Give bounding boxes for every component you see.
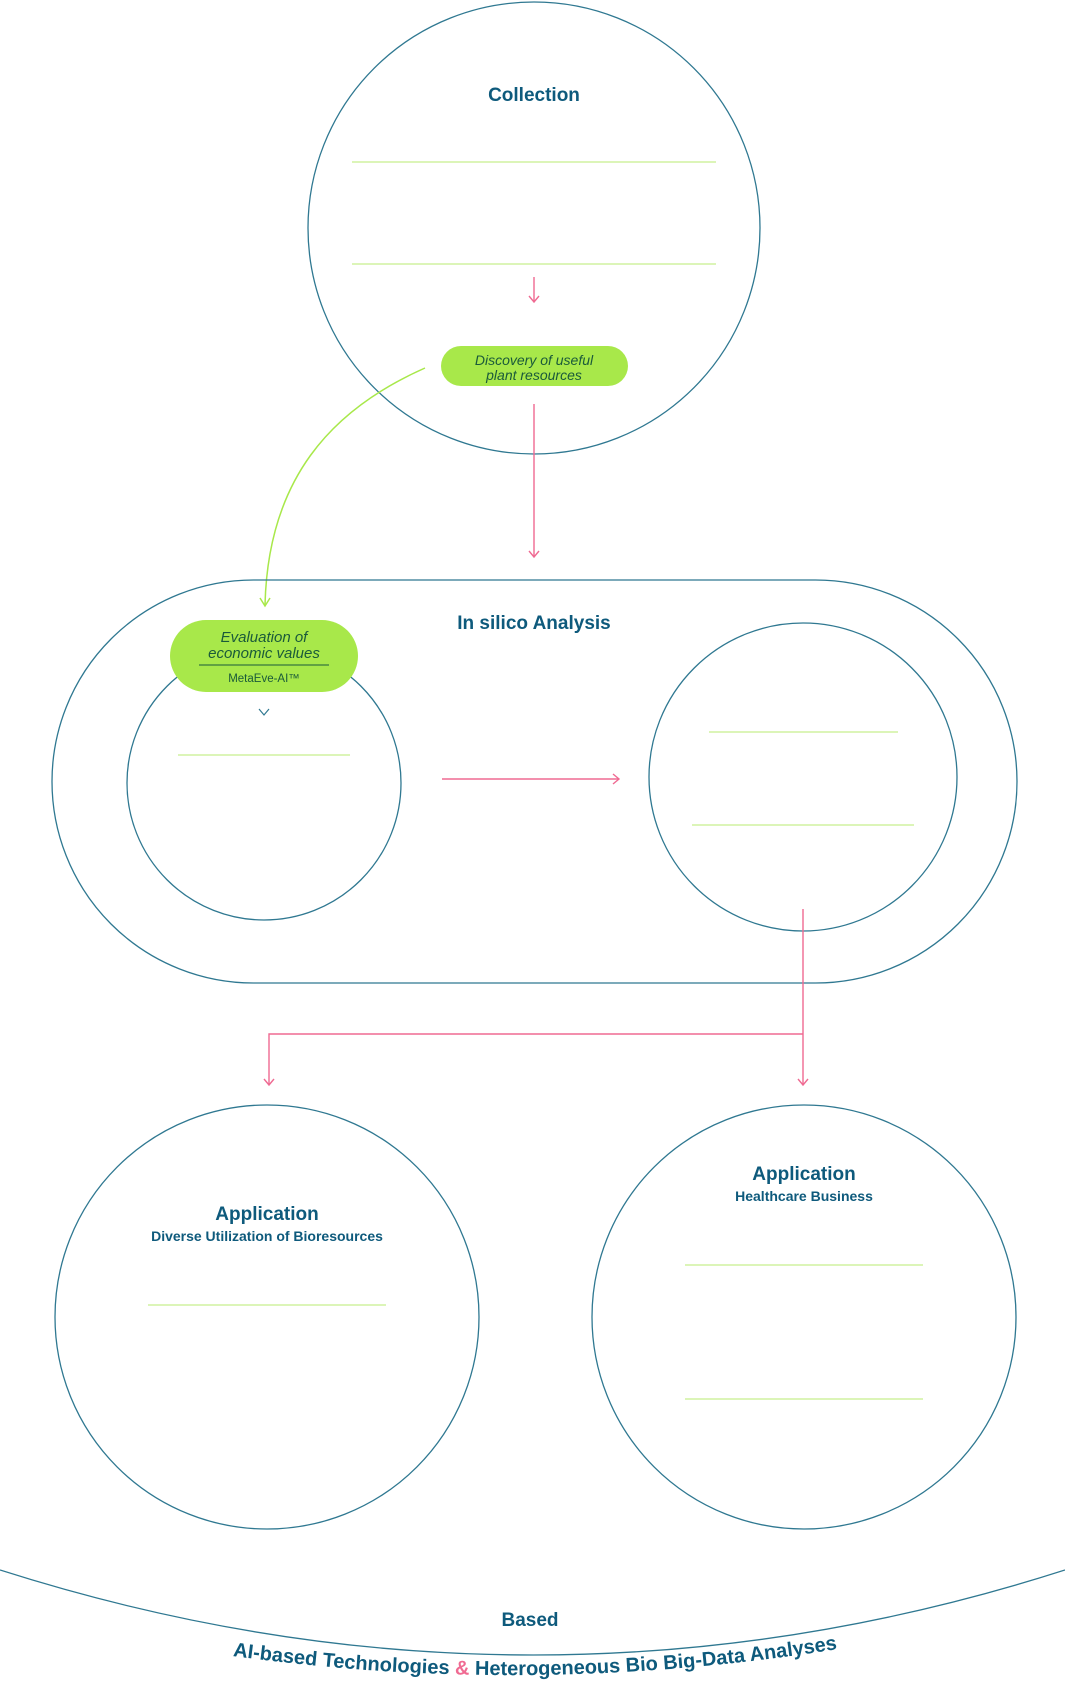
evaluation-badge-line1: Evaluation of — [221, 629, 310, 646]
collection-inner-arrow — [528, 277, 540, 304]
evaluation-badge-sub: MetaEve-AI™ — [228, 673, 300, 685]
collection-title: Collection — [488, 85, 580, 106]
application-left-title: Application — [215, 1204, 318, 1225]
discovery-to-evaluation-curve — [259, 367, 426, 608]
based-tagline: AI-based Technologies & Heterogeneous Bi… — [232, 1632, 838, 1680]
based-tagline-amp: & — [455, 1657, 470, 1679]
discovery-pill: Discovery of useful plant resources — [441, 346, 628, 386]
collection-circle — [307, 1, 761, 455]
based-tagline-part2: Heterogeneous Bio Big-Data Analyses — [475, 1632, 838, 1680]
insilico-middle-arrow — [442, 773, 621, 785]
discovery-pill-line2: plant resources — [485, 367, 582, 383]
application-left-circle — [54, 1104, 480, 1530]
application-right-subtitle: Healthcare Business — [735, 1188, 873, 1204]
insilico-right-circle — [648, 622, 958, 932]
collection-to-insilico-arrow — [528, 404, 540, 559]
insilico-title: In silico Analysis — [457, 613, 610, 634]
application-right-title: Application — [752, 1164, 855, 1185]
evaluation-badge-line2: economic values — [208, 645, 320, 662]
application-right-circle — [591, 1104, 1017, 1530]
chevron-down-icon — [258, 708, 270, 716]
evaluation-badge: Evaluation of economic values MetaEve-AI… — [170, 620, 358, 692]
based-foundation-arc — [0, 1569, 1065, 1656]
based-title: Based — [501, 1610, 558, 1631]
based-tagline-part1: AI-based Technologies — [232, 1639, 450, 1679]
application-left-subtitle: Diverse Utilization of Bioresources — [151, 1228, 383, 1244]
insilico-to-applications-arrows — [263, 909, 809, 1087]
discovery-pill-line1: Discovery of useful — [475, 352, 594, 368]
insilico-container — [51, 579, 1018, 984]
